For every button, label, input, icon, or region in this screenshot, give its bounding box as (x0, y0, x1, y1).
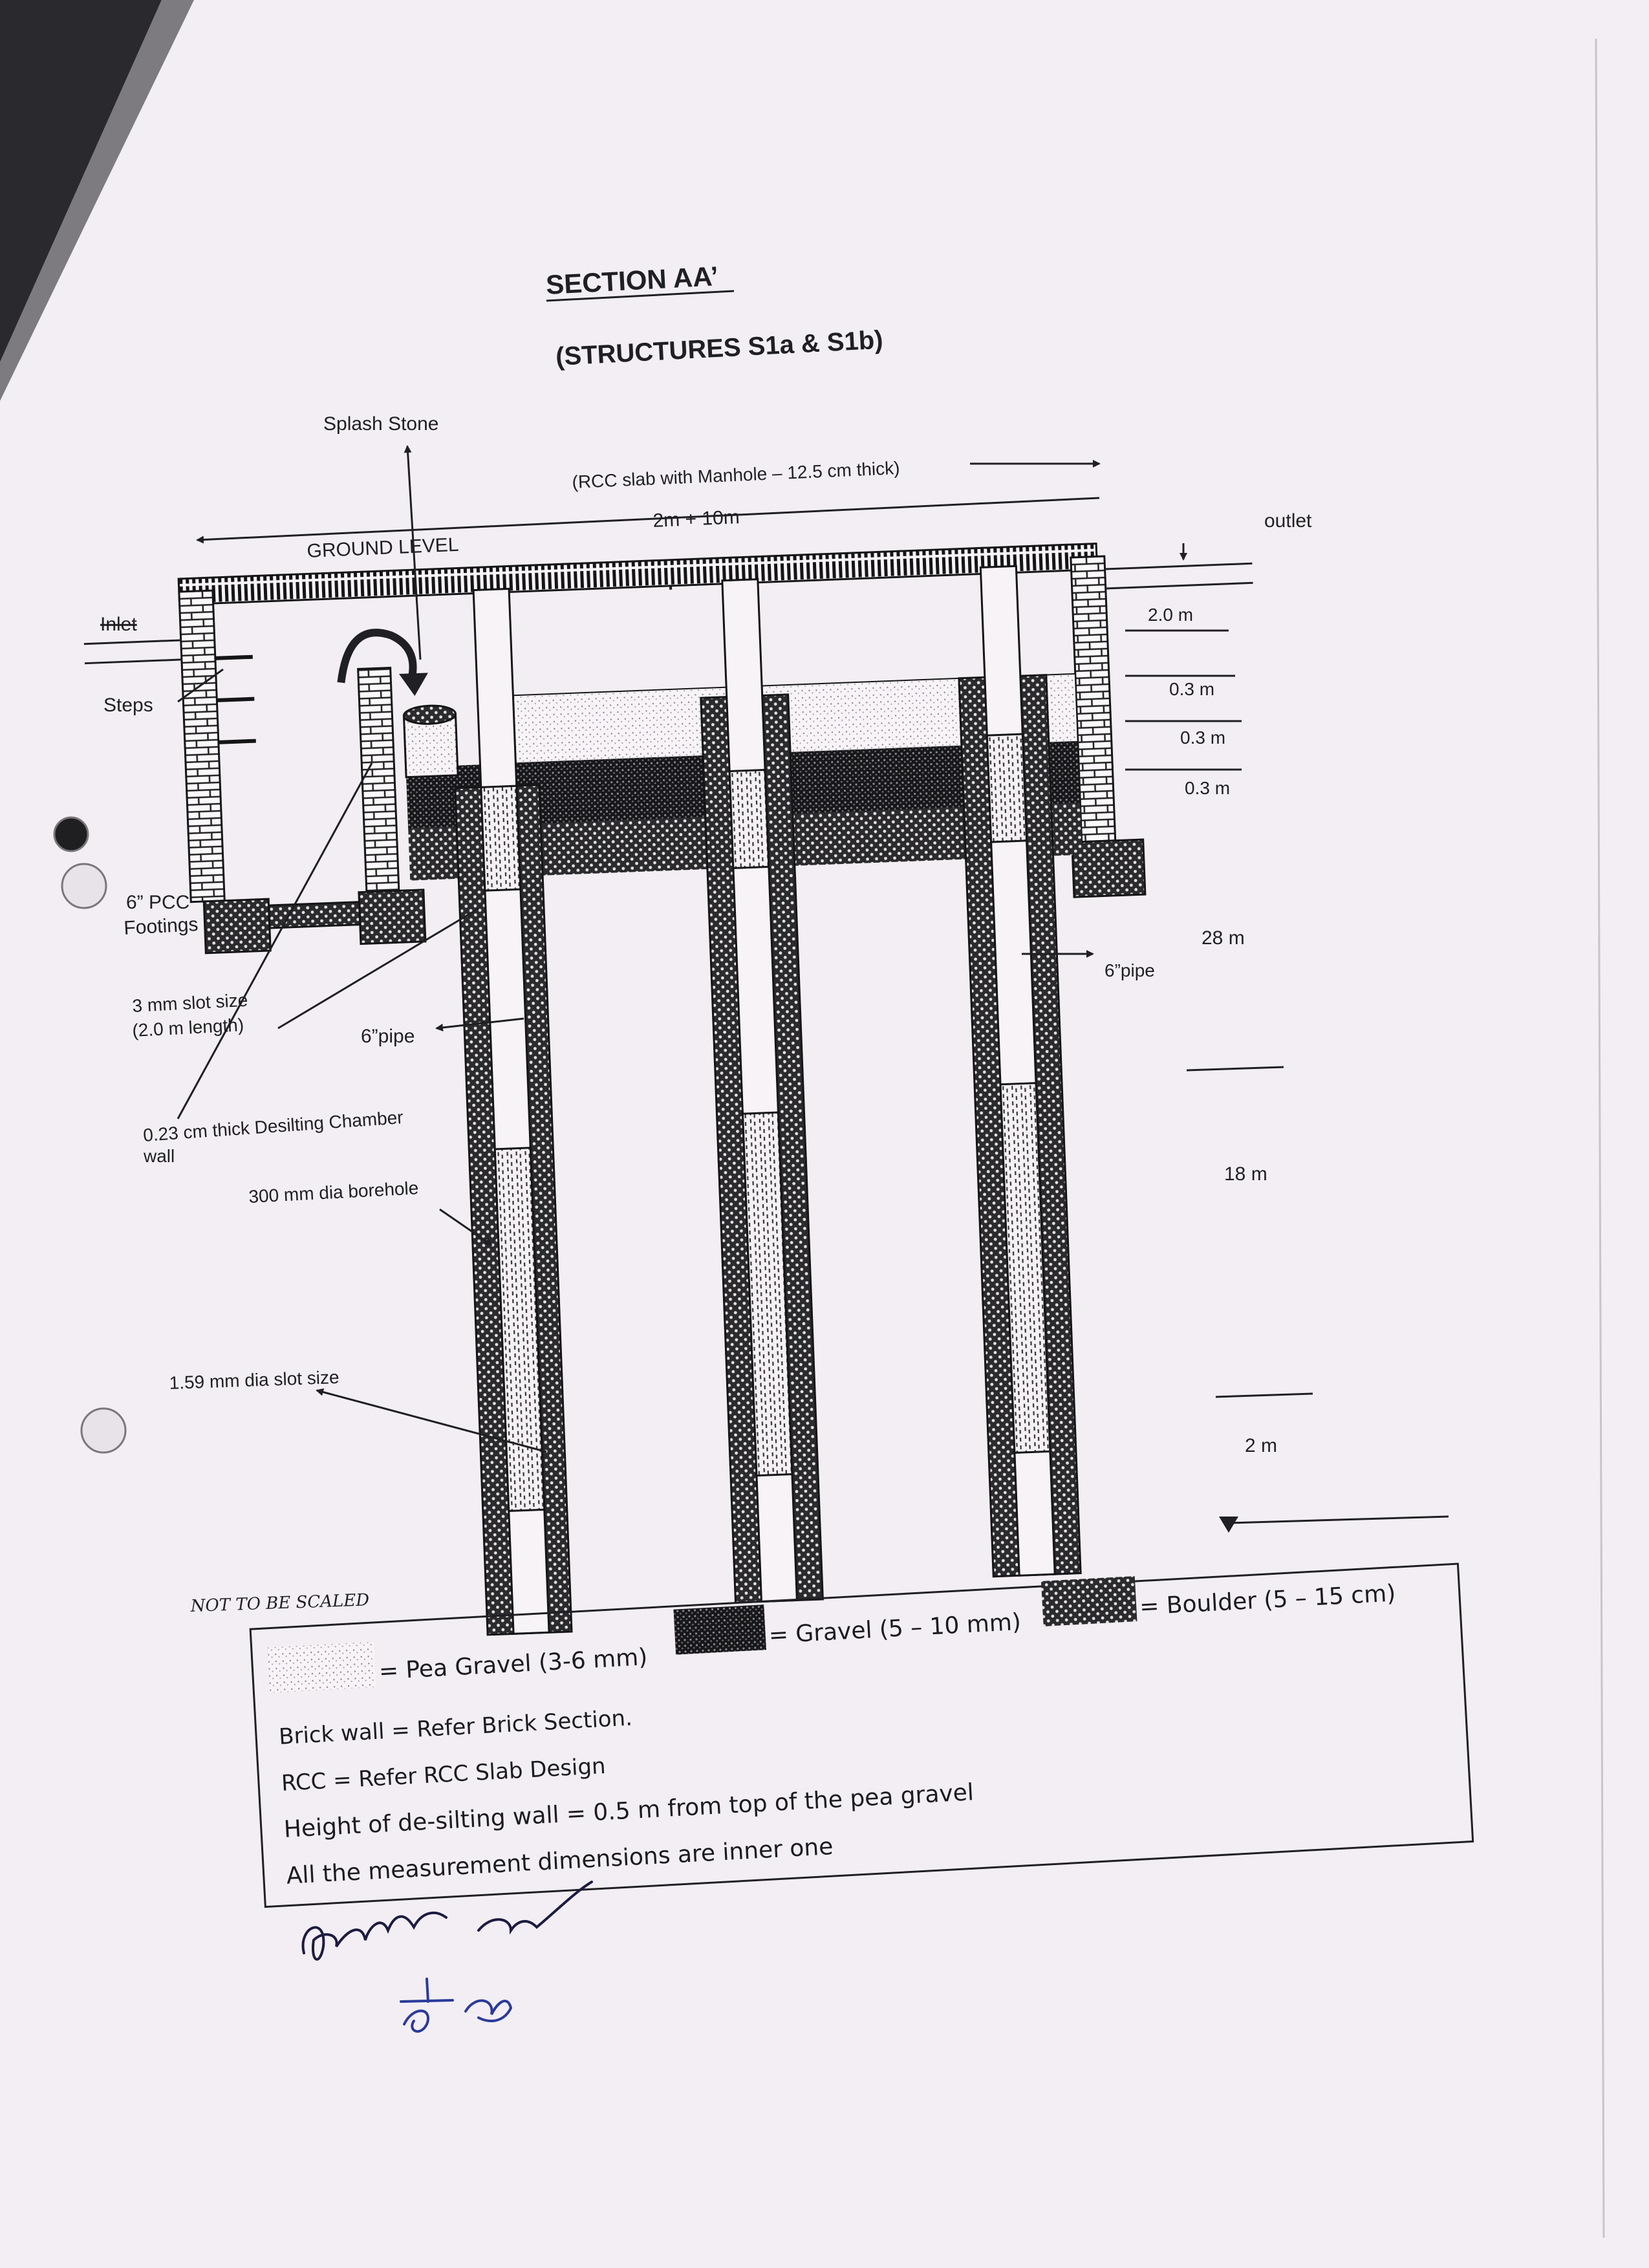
outlet-label: outlet (1264, 510, 1312, 532)
span-label: 2m + 10m (652, 506, 740, 532)
section-subtitle: (STRUCTURES S1a & S1b) (555, 326, 883, 371)
inlet-pipe (83, 639, 182, 665)
steps-label: Steps (103, 695, 153, 716)
signature-2 (400, 1978, 513, 2033)
borehole-leader (439, 1208, 493, 1246)
pcc-footing-left (202, 898, 272, 955)
borehole-2 (700, 578, 824, 1604)
chamber-floor (268, 901, 361, 929)
slot-size-leader (277, 907, 479, 1030)
pipe-left-arrow (435, 1017, 524, 1031)
outlet-pipe (1105, 562, 1253, 590)
slot-size-label-1: 3 mm slot size (132, 990, 248, 1016)
legend-swatch-pea (267, 1641, 377, 1693)
steps (215, 654, 256, 744)
legend-note-1: Brick wall = Refer Brick Section. (278, 1705, 633, 1750)
inflow-arrowhead (398, 673, 428, 697)
inflow-curve-arrow (337, 629, 417, 684)
dim-28m: 28 m (1202, 927, 1245, 949)
inlet-label: Inlet (100, 614, 137, 635)
span-dimension-line (196, 497, 1100, 544)
left-brick-wall (178, 589, 226, 903)
dim-2-0m: 2.0 m (1148, 605, 1193, 625)
rcc-slab-label: (RCC slab with Manhole – 12.5 cm thick) (572, 458, 900, 492)
legend-swatch-boulder (1040, 1576, 1137, 1626)
legend-box: = Pea Gravel (3-6 mm) = Gravel (5 – 10 m… (249, 1562, 1474, 1908)
section-body (83, 542, 1253, 1636)
borehole-3 (958, 565, 1082, 1578)
dim-0-3m-a: 0.3 m (1169, 679, 1214, 699)
title-underline (546, 290, 735, 302)
legend-swatch-gravel (673, 1604, 767, 1655)
splash-stone-label: Splash Stone (323, 413, 438, 435)
not-to-scale-note: NOT TO BE SCALED (189, 1590, 370, 1616)
pipe-left-label: 6”pipe (361, 1026, 415, 1047)
pcc-footing-right (1071, 838, 1147, 898)
borehole-1 (454, 587, 573, 1636)
dim-18m: 18 m (1224, 1163, 1267, 1185)
signature-1 (301, 1881, 593, 1961)
borehole-label: 300 mm dia borehole (248, 1178, 419, 1207)
folded-corner-edge (0, 0, 194, 401)
splash-stone-top (402, 704, 457, 725)
splash-stone-leader (404, 445, 422, 660)
section-title: SECTION AA’ (545, 261, 719, 300)
slot-small-label: 1.59 mm dia slot size (169, 1367, 339, 1393)
right-dimensions (1125, 629, 1449, 1533)
ground-level-label: GROUND LEVEL (307, 534, 459, 562)
dim-0-3m-c: 0.3 m (1185, 778, 1230, 798)
dim-0-3m-b: 0.3 m (1180, 728, 1225, 748)
desilting-wall-leader (177, 762, 373, 1119)
paper-right-edge (1595, 38, 1605, 2238)
dim-2m: 2 m (1245, 1435, 1277, 1456)
desilting-wall (357, 666, 400, 896)
slot-small-arrow (316, 1388, 547, 1453)
legend-note-2: RCC = Refer RCC Slab Design (281, 1753, 607, 1797)
desilting-wall-label-2: wall (143, 1146, 175, 1166)
steps-leader (177, 668, 224, 703)
pcc-footing-mid (358, 889, 427, 945)
binder-holes (53, 816, 127, 1454)
pcc-footings-label-2: Footings (124, 914, 199, 939)
pcc-footings-label-1: 6” PCC (126, 892, 189, 913)
legend-pea-gravel: = Pea Gravel (3-6 mm) (378, 1644, 648, 1685)
legend-gravel: = Gravel (5 – 10 mm) (768, 1609, 1022, 1649)
pipe-right-label: 6”pipe (1105, 960, 1155, 980)
legend-boulder: = Boulder (5 – 15 cm) (1139, 1580, 1396, 1620)
